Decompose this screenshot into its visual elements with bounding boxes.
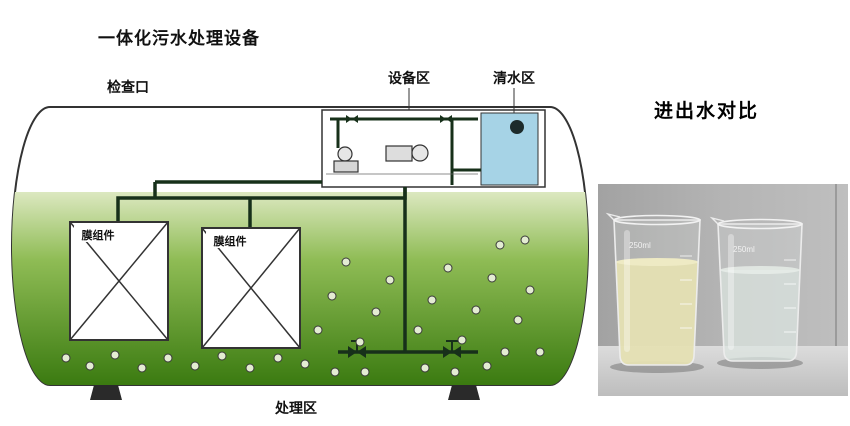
outlet-beaker: 250ml xyxy=(709,216,803,369)
beaker-spout xyxy=(605,212,621,221)
beaker-rim xyxy=(613,214,701,226)
inspection-port-label: 检查口 xyxy=(107,79,149,95)
outlet-liquid-surface xyxy=(720,266,800,274)
inlet-liquid xyxy=(615,262,699,365)
glass-highlight xyxy=(624,230,630,352)
equipment-area-label: 设备区 xyxy=(388,70,430,86)
tank-leg-left xyxy=(90,385,122,400)
beaker-glass-body xyxy=(717,223,803,362)
beaker-spout xyxy=(709,216,725,225)
diagram-title: 一体化污水处理设备 xyxy=(98,29,260,48)
membrane-module-2: 膜组件 xyxy=(201,227,301,349)
valve-icon xyxy=(346,115,358,123)
clean-water-outlet-dot xyxy=(510,120,524,134)
pump-icon xyxy=(333,146,359,173)
clean-water-area-label: 清水区 xyxy=(493,70,535,86)
tank-leg-right xyxy=(448,385,480,400)
aeration-bubbles xyxy=(61,235,545,377)
valve-icon xyxy=(440,115,452,123)
drain-valve-icon xyxy=(443,340,461,358)
inlet-beaker-volume-label: 250ml xyxy=(629,241,651,250)
pump-icon xyxy=(385,144,429,162)
membrane-module-label: 膜组件 xyxy=(214,234,247,248)
beaker-glass-body xyxy=(613,219,701,366)
membrane-module-label: 膜组件 xyxy=(82,228,115,242)
comparison-section: 进出水对比 xyxy=(598,96,850,412)
beaker-comparison-photo: 250ml 250ml xyxy=(598,184,848,396)
glass-highlight xyxy=(728,234,734,350)
clean-water-box xyxy=(480,112,539,186)
comparison-title: 进出水对比 xyxy=(654,101,760,122)
outlet-liquid xyxy=(720,270,800,361)
graduation-marks xyxy=(680,255,692,329)
membrane-module-1: 膜组件 xyxy=(69,221,169,341)
treatment-area-label: 处理区 xyxy=(274,400,317,416)
treatment-tank-diagram: 膜组件 膜组件 xyxy=(11,70,589,416)
inlet-beaker: 250ml xyxy=(605,212,704,373)
outlet-beaker-volume-label: 250ml xyxy=(733,245,755,254)
graduation-marks xyxy=(784,259,796,333)
inlet-liquid-surface xyxy=(615,258,699,266)
